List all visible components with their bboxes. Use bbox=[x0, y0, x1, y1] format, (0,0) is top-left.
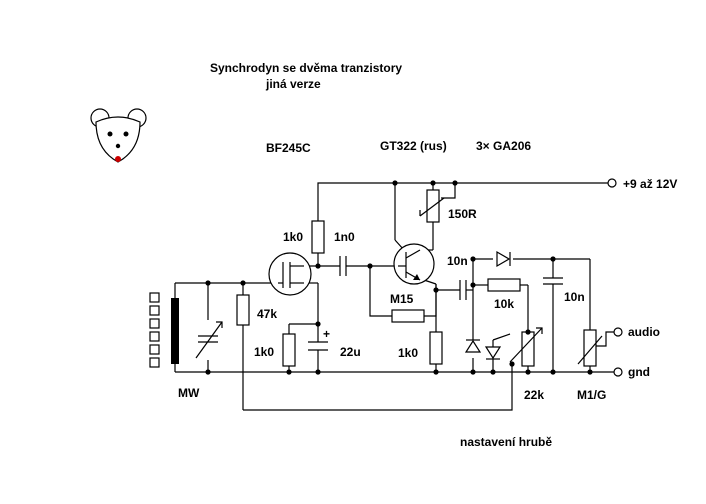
resistor-1k0-drain bbox=[311, 220, 325, 254]
audio-label: audio bbox=[628, 325, 660, 339]
bjt-transistor bbox=[393, 243, 435, 285]
diode-right bbox=[484, 346, 502, 360]
diagram-subtitle: jiná verze bbox=[265, 77, 321, 91]
r10k-label: 10k bbox=[494, 297, 514, 311]
capacitor-10n-filter bbox=[543, 277, 563, 285]
bjt-type-label: GT322 (rus) bbox=[380, 139, 447, 153]
diode-top bbox=[496, 250, 511, 268]
mouse-logo-icon bbox=[90, 108, 147, 163]
variable-capacitor bbox=[195, 320, 223, 360]
fet-type-label: BF245C bbox=[266, 141, 311, 155]
fet-transistor bbox=[268, 252, 312, 296]
capacitor-10n-coupling bbox=[459, 280, 467, 300]
diode-left bbox=[464, 339, 482, 353]
c10n-b-label: 10n bbox=[564, 290, 585, 304]
ferrite-antenna bbox=[149, 292, 179, 368]
capacitor-22u bbox=[308, 341, 328, 351]
c10n-a-label: 10n bbox=[447, 254, 468, 268]
gnd-label: gnd bbox=[628, 365, 650, 379]
pot22k-label: 22k bbox=[524, 388, 544, 402]
resistor-1k0-emitter bbox=[429, 331, 443, 365]
c22u-plus: + bbox=[323, 327, 330, 341]
r1k0-emitter-label: 1k0 bbox=[398, 346, 418, 360]
r1k0-drain-label: 1k0 bbox=[283, 230, 303, 244]
c22u-label: 22u bbox=[340, 345, 361, 359]
resistor-47k bbox=[236, 294, 250, 326]
capacitor-1n0 bbox=[339, 256, 347, 276]
gnd-terminal bbox=[613, 367, 623, 377]
mw-label: MW bbox=[178, 386, 200, 400]
supply-terminal bbox=[607, 178, 617, 188]
potentiometer-m1g bbox=[577, 329, 603, 367]
potentiometer-22k bbox=[509, 327, 543, 367]
r47k-label: 47k bbox=[257, 307, 277, 321]
potm1g-label: M1/G bbox=[577, 388, 606, 402]
resistor-m15 bbox=[391, 309, 425, 323]
diagram-title: Synchrodyn se dvěma tranzistory bbox=[210, 61, 402, 75]
audio-terminal bbox=[613, 327, 623, 337]
resistor-1k0-source bbox=[282, 333, 296, 367]
trimmer-150r bbox=[419, 189, 445, 223]
junction-dots bbox=[205, 180, 593, 375]
r150-label: 150R bbox=[448, 207, 477, 221]
coarse-tuning-label: nastavení hrubě bbox=[460, 435, 552, 449]
supply-label: +9 až 12V bbox=[623, 177, 677, 191]
resistor-10k bbox=[487, 278, 521, 292]
diodes-type-label: 3× GA206 bbox=[476, 139, 531, 153]
c1n0-label: 1n0 bbox=[334, 230, 355, 244]
rm15-label: M15 bbox=[390, 292, 414, 306]
r1k0-source-label: 1k0 bbox=[254, 345, 274, 359]
